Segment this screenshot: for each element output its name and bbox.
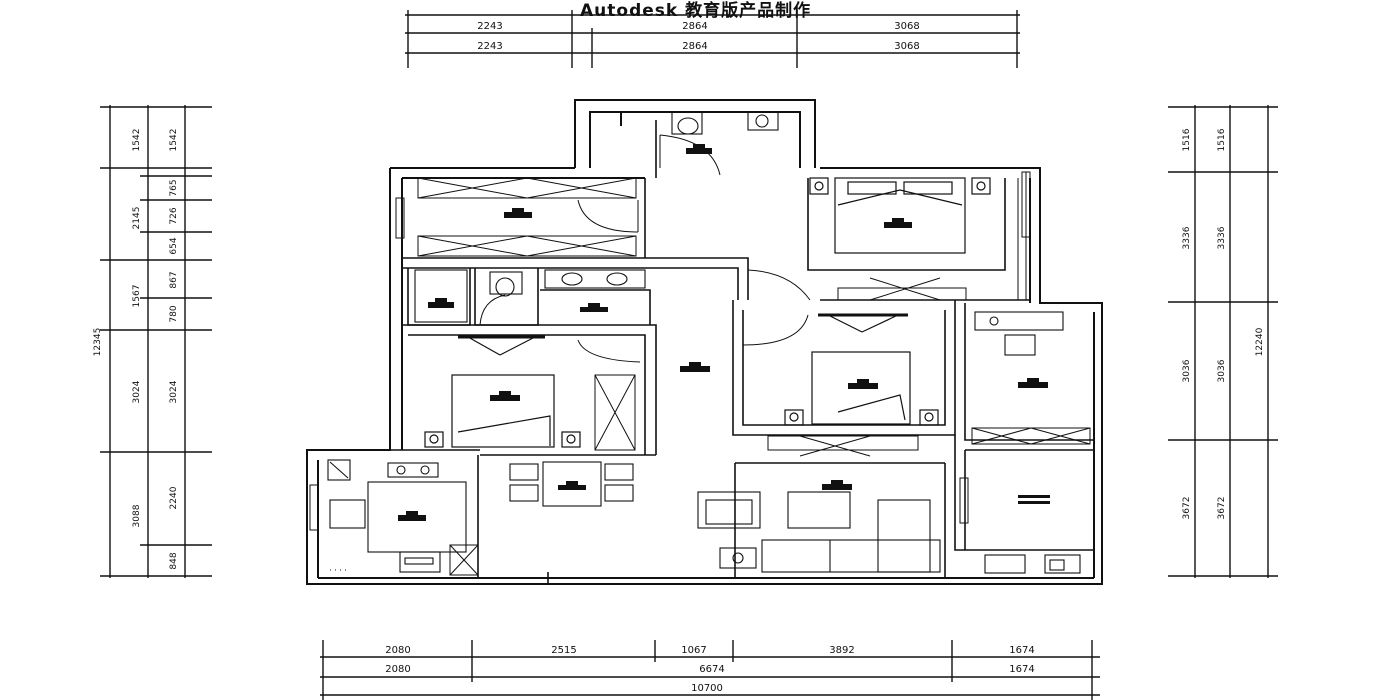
left-dim-mid-1: 1542 <box>132 129 142 152</box>
left-dimension-chain: 1542 765 726 654 867 780 3024 2240 848 1… <box>93 105 212 578</box>
left-dim-inner-1: 1542 <box>169 129 179 152</box>
right-dim-inner-4: 3672 <box>1182 497 1192 520</box>
bottom-dim-4: 3892 <box>829 645 854 656</box>
left-dim-inner-9: 848 <box>169 552 179 569</box>
right-dim-mid-3: 3036 <box>1217 359 1227 382</box>
right-dim-mid-1: 1516 <box>1217 128 1227 151</box>
bottom-dim-3: 1067 <box>681 645 706 656</box>
left-dim-inner-5: 867 <box>169 271 179 288</box>
left-dim-mid-4: 3024 <box>132 380 142 403</box>
bottom-dim-total: 10700 <box>691 683 723 694</box>
room-markers <box>398 144 1050 521</box>
top-dim-6: 3068 <box>894 41 919 52</box>
dining-set <box>509 461 634 507</box>
bottom-dimension-chain: 2080 2515 1067 3892 1674 2080 6674 1674 … <box>320 640 1100 700</box>
left-dim-mid-5: 3088 <box>132 504 142 527</box>
right-dim-mid-2: 3336 <box>1217 226 1227 249</box>
outer-walls <box>306 99 1103 585</box>
top-dimension-chain: 2243 2864 3068 2243 2864 3068 <box>405 10 1020 68</box>
left-dim-inner-2: 765 <box>169 179 179 196</box>
left-dim-inner-8: 2240 <box>169 486 179 509</box>
windows <box>309 171 1031 531</box>
left-dim-mid-2: 2145 <box>132 207 142 230</box>
left-dim-mid-3: 1567 <box>132 285 142 308</box>
bottom-dim-6: 2080 <box>385 664 410 675</box>
bottom-dim-2: 2515 <box>551 645 576 656</box>
right-dim-inner-1: 1516 <box>1182 128 1192 151</box>
top-dim-5: 2864 <box>682 41 707 52</box>
right-dim-total: 12240 <box>1255 327 1265 356</box>
top-dim-2: 2864 <box>682 21 707 32</box>
watermark-banner: Autodesk 教育版产品制作 <box>580 1 812 21</box>
left-dim-total: 12345 <box>93 328 103 357</box>
left-dim-inner-3: 726 <box>169 207 179 224</box>
bottom-dim-1: 2080 <box>385 645 410 656</box>
wardrobes <box>417 177 1091 576</box>
top-dim-3: 3068 <box>894 21 919 32</box>
bottom-dim-8: 1674 <box>1009 664 1034 675</box>
right-dim-inner-2: 3336 <box>1182 226 1192 249</box>
top-dim-1: 2243 <box>477 21 502 32</box>
bottom-dim-7: 6674 <box>699 664 724 675</box>
bottom-dim-5: 1674 <box>1009 645 1034 656</box>
right-dimension-chain: 1516 3336 3036 3672 1516 3336 3036 3672 … <box>1168 105 1278 578</box>
right-dim-inner-3: 3036 <box>1182 359 1192 382</box>
left-dim-inner-6: 780 <box>169 305 179 322</box>
top-dim-4: 2243 <box>477 41 502 52</box>
bathroom-fixtures <box>414 111 1081 574</box>
right-dim-mid-4: 3672 <box>1217 497 1227 520</box>
beds <box>424 177 991 448</box>
door-swings <box>470 134 811 363</box>
kitchen-fixtures <box>327 459 467 573</box>
living-room-furniture <box>697 491 941 573</box>
left-dim-inner-7: 3024 <box>169 380 179 403</box>
left-dim-inner-4: 654 <box>169 237 179 254</box>
